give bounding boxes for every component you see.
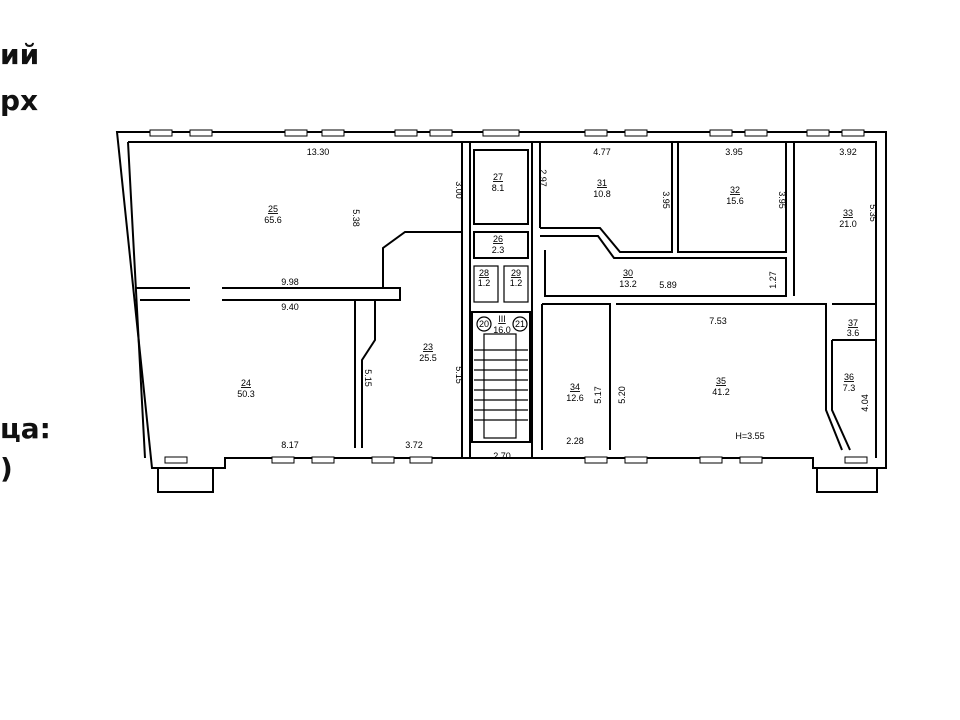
stair-treads (474, 349, 528, 421)
dimension-labels: 13.30 3.00 5.38 9.98 9.40 5.15 8.17 3.72… (281, 147, 878, 461)
svg-text:8.1: 8.1 (492, 183, 505, 193)
svg-text:9.40: 9.40 (281, 302, 299, 312)
svg-text:2.3: 2.3 (492, 245, 505, 255)
svg-text:26: 26 (493, 234, 503, 244)
svg-text:23: 23 (423, 342, 433, 352)
svg-text:15.6: 15.6 (726, 196, 744, 206)
svg-text:27: 27 (493, 172, 503, 182)
svg-text:33: 33 (843, 208, 853, 218)
svg-text:13.30: 13.30 (307, 147, 330, 157)
svg-text:21: 21 (515, 319, 525, 329)
svg-text:28: 28 (479, 268, 489, 278)
svg-text:5.15: 5.15 (454, 366, 464, 384)
svg-text:4.04: 4.04 (860, 394, 870, 412)
svg-text:12.6: 12.6 (566, 393, 584, 403)
svg-text:24: 24 (241, 378, 251, 388)
svg-text:1.2: 1.2 (478, 278, 491, 288)
svg-text:65.6: 65.6 (264, 215, 282, 225)
svg-text:30: 30 (623, 268, 633, 278)
side-text-line-4: ) (0, 452, 13, 485)
svg-text:50.3: 50.3 (237, 389, 255, 399)
side-text-line-2: рх (0, 84, 39, 117)
svg-text:2.70: 2.70 (493, 451, 511, 461)
svg-text:H=3.55: H=3.55 (735, 431, 764, 441)
svg-text:5.38: 5.38 (351, 209, 361, 227)
room-36: 367.3 (843, 372, 856, 393)
svg-text:5.35: 5.35 (868, 204, 878, 222)
svg-text:3.92: 3.92 (839, 147, 857, 157)
svg-text:2.28: 2.28 (566, 436, 584, 446)
svg-text:3.95: 3.95 (725, 147, 743, 157)
svg-text:2.97: 2.97 (538, 169, 548, 187)
svg-text:5.15: 5.15 (363, 369, 373, 387)
svg-text:3.6: 3.6 (847, 328, 860, 338)
svg-text:7.3: 7.3 (843, 383, 856, 393)
side-text-line-1: ий (0, 38, 40, 71)
svg-text:34: 34 (570, 382, 580, 392)
svg-text:20: 20 (479, 319, 489, 329)
svg-text:9.98: 9.98 (281, 277, 299, 287)
svg-text:3.72: 3.72 (405, 440, 423, 450)
room-27: 278.1 (492, 172, 505, 193)
svg-text:13.2: 13.2 (619, 279, 637, 289)
svg-text:32: 32 (730, 185, 740, 195)
room-26: 262.3 (492, 234, 505, 255)
svg-text:7.53: 7.53 (709, 316, 727, 326)
svg-text:25: 25 (268, 204, 278, 214)
room-28: 281.2 (478, 268, 491, 288)
svg-text:31: 31 (597, 178, 607, 188)
room-29: 291.2 (510, 268, 523, 288)
svg-text:3.95: 3.95 (661, 191, 671, 209)
svg-text:1.27: 1.27 (768, 271, 778, 289)
svg-text:25.5: 25.5 (419, 353, 437, 363)
svg-text:21.0: 21.0 (839, 219, 857, 229)
side-text-line-3: ца: (0, 412, 51, 445)
svg-text:1.2: 1.2 (510, 278, 523, 288)
svg-text:3.00: 3.00 (454, 181, 464, 199)
svg-text:36: 36 (844, 372, 854, 382)
windows (149, 129, 868, 464)
svg-text:4.77: 4.77 (593, 147, 611, 157)
svg-text:5.20: 5.20 (617, 386, 627, 404)
walls (115, 131, 887, 493)
svg-text:41.2: 41.2 (712, 387, 730, 397)
svg-text:5.89: 5.89 (659, 280, 677, 290)
svg-text:5.17: 5.17 (593, 386, 603, 404)
room-37: 373.6 (847, 318, 860, 338)
svg-text:10.8: 10.8 (593, 189, 611, 199)
svg-text:16.0: 16.0 (493, 325, 511, 335)
svg-text:8.17: 8.17 (281, 440, 299, 450)
svg-text:29: 29 (511, 268, 521, 278)
svg-text:3.95: 3.95 (777, 191, 787, 209)
svg-text:III: III (498, 314, 506, 324)
svg-text:37: 37 (848, 318, 858, 328)
svg-text:35: 35 (716, 376, 726, 386)
